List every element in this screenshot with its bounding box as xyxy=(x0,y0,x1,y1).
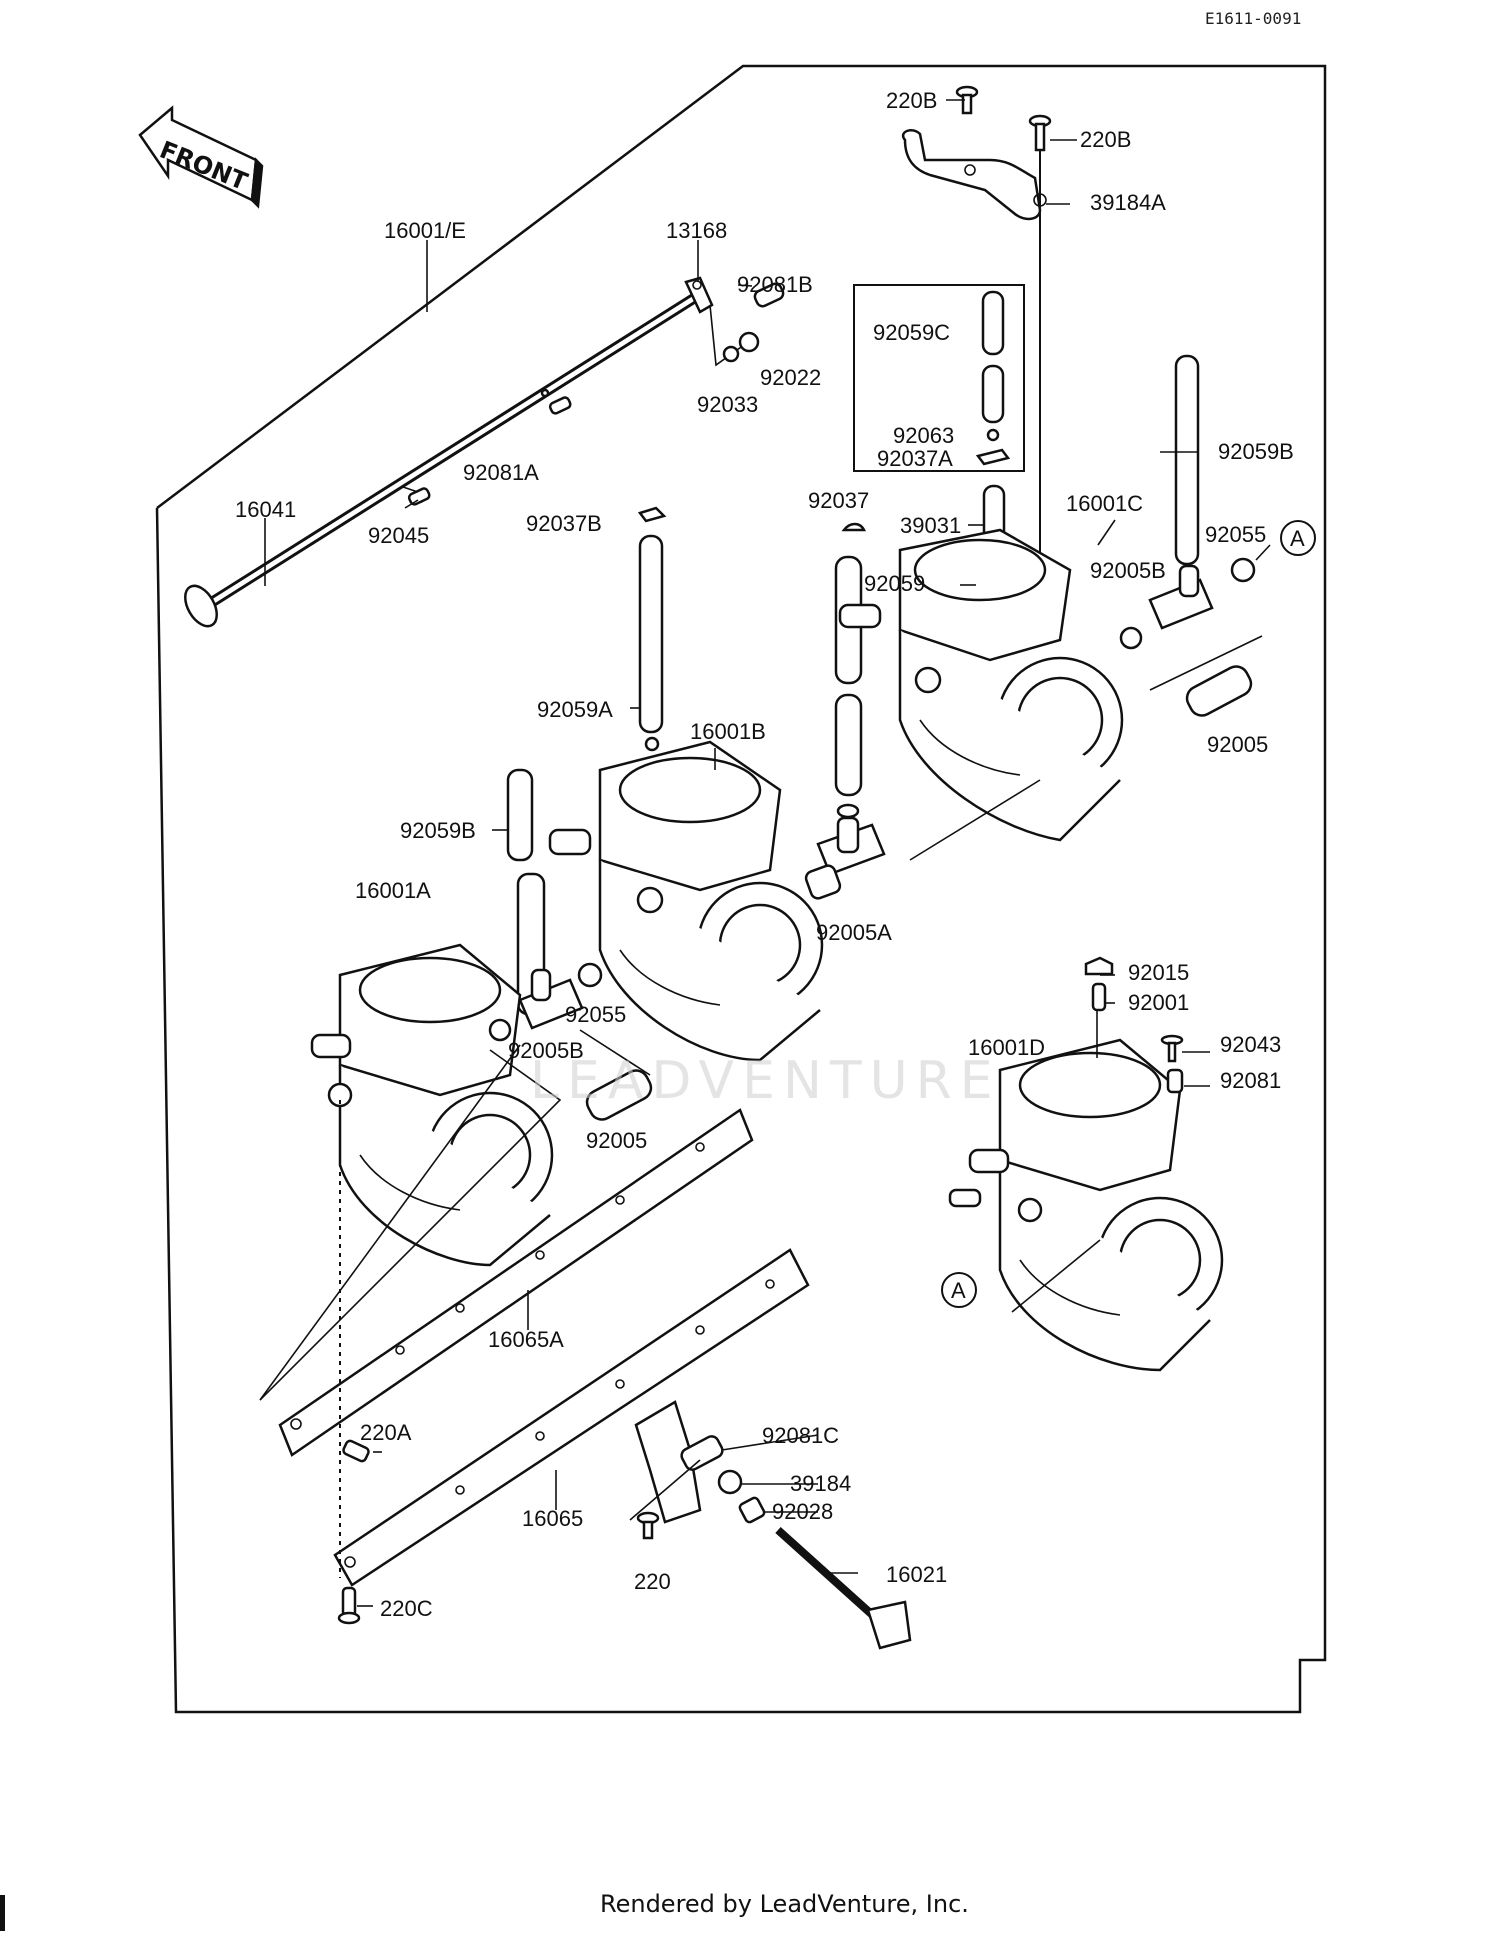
hose-92059c-icon xyxy=(975,290,1011,466)
bracket-39184a xyxy=(902,129,1047,221)
label-92081b: 92081B xyxy=(737,272,813,297)
label-13168: 13168 xyxy=(666,218,727,243)
hose-92005-left-icon xyxy=(585,1069,653,1121)
label-39184: 39184 xyxy=(790,1471,851,1496)
label-16065: 16065 xyxy=(522,1506,583,1531)
nut-92028-icon xyxy=(738,1496,766,1524)
label-39031: 39031 xyxy=(900,513,961,538)
label-220c: 220C xyxy=(380,1596,433,1621)
pin-92043-icon xyxy=(1160,1034,1184,1063)
label-92059b-right: 92059B xyxy=(1218,439,1294,464)
label-92063: 92063 xyxy=(893,423,954,448)
label-92081a: 92081A xyxy=(463,460,539,485)
label-16065a: 16065A xyxy=(488,1327,564,1352)
washer-39184-icon xyxy=(717,1469,743,1495)
label-92043: 92043 xyxy=(1220,1032,1281,1057)
choke-shaft-16041 xyxy=(184,291,701,628)
carburetor-16001a xyxy=(310,943,554,1267)
bolt-220b-right-icon xyxy=(1028,114,1052,152)
left-edge-mark xyxy=(0,1895,5,1931)
label-16001e: 16001/E xyxy=(384,218,466,243)
bracket-39184 xyxy=(634,1400,702,1524)
label-92081: 92081 xyxy=(1220,1068,1281,1093)
bolt-220-icon xyxy=(636,1511,660,1540)
label-220: 220 xyxy=(634,1569,671,1594)
front-arrow-icon: FRONT xyxy=(138,105,264,209)
spring-upper-icon xyxy=(548,396,572,415)
tube-92059b-right-icon xyxy=(1174,354,1200,566)
label-92037: 92037 xyxy=(808,488,869,513)
spring-92081b-icon xyxy=(753,282,785,308)
washer-92055-left-icon xyxy=(577,962,603,988)
label-92022: 92022 xyxy=(760,365,821,390)
label-92005b-left: 92005B xyxy=(508,1038,584,1063)
fitting-92005b-right-icon xyxy=(1148,564,1214,630)
label-92028: 92028 xyxy=(772,1499,833,1524)
label-220a: 220A xyxy=(360,1420,412,1445)
label-92005-right: 92005 xyxy=(1207,732,1268,757)
label-92055-right: 92055 xyxy=(1205,522,1266,547)
clip-92033-icon xyxy=(722,345,740,363)
label-16021: 16021 xyxy=(886,1562,947,1587)
bolt-220a-icon xyxy=(342,1439,370,1463)
svg-text:A: A xyxy=(1290,526,1305,551)
label-92033: 92033 xyxy=(697,392,758,417)
bolt-220b-left-icon xyxy=(955,85,979,115)
label-92005b-right: 92005B xyxy=(1090,558,1166,583)
label-16001a: 16001A xyxy=(355,878,431,903)
label-92059a: 92059A xyxy=(537,697,613,722)
part-labels: 220B 220B 39184A 16001/E 13168 92081B 92… xyxy=(235,88,1294,1621)
carburetor-16001b xyxy=(548,740,824,1062)
fitting-92005a-icon xyxy=(804,816,886,900)
fitting-92005b-left-icon xyxy=(518,968,584,1030)
label-92059c: 92059C xyxy=(873,320,950,345)
diagram-border xyxy=(155,64,1327,1714)
carburetor-16001d xyxy=(948,1038,1224,1372)
label-92001: 92001 xyxy=(1128,990,1189,1015)
carburetor-16001c xyxy=(838,528,1124,842)
plate-16065 xyxy=(333,1248,810,1587)
reference-code: E1611-0091 xyxy=(1205,9,1301,28)
bolt-220c-icon xyxy=(337,1586,361,1625)
svg-text:A: A xyxy=(951,1278,966,1303)
label-92005a: 92005A xyxy=(816,920,892,945)
hose-group-box xyxy=(853,284,1025,472)
tube-92059-icon xyxy=(834,522,867,819)
label-92059: 92059 xyxy=(864,571,925,596)
screw-16021-icon xyxy=(775,1527,912,1650)
label-92059b-left: 92059B xyxy=(400,818,476,843)
label-92037b: 92037B xyxy=(526,511,602,536)
callout-a-bottom: A xyxy=(941,1272,977,1308)
callout-a-top: A xyxy=(1280,520,1316,556)
footer-credit: Rendered by LeadVenture, Inc. xyxy=(600,1890,969,1918)
hose-92005-right-icon xyxy=(1185,665,1253,717)
watermark-text: LEADVENTURE xyxy=(530,1051,1001,1111)
tube-92059a-icon xyxy=(637,506,667,752)
washer-92055-right-icon xyxy=(1230,557,1256,583)
spring-92081-icon xyxy=(1166,1068,1184,1094)
label-92055-left: 92055 xyxy=(565,1002,626,1027)
washer-mid-left-icon xyxy=(488,1018,512,1042)
leader-lines xyxy=(259,99,1271,1607)
lever-13168 xyxy=(684,276,714,314)
label-39184a: 39184A xyxy=(1090,190,1166,215)
label-16041: 16041 xyxy=(235,497,296,522)
label-16001d: 16001D xyxy=(968,1035,1045,1060)
label-16001b: 16001B xyxy=(690,719,766,744)
label-220b-top-right: 220B xyxy=(1080,127,1131,152)
label-92037a: 92037A xyxy=(877,446,953,471)
cap-92015-icon xyxy=(1084,956,1114,976)
screw-92001-icon xyxy=(1091,982,1107,1012)
label-92015: 92015 xyxy=(1128,960,1189,985)
label-92045: 92045 xyxy=(368,523,429,548)
label-220b-top-left: 220B xyxy=(886,88,937,113)
label-92005-left: 92005 xyxy=(586,1128,647,1153)
washer-mid-right-icon xyxy=(1119,626,1143,650)
plate-16065a xyxy=(278,1108,754,1457)
label-16001c: 16001C xyxy=(1066,491,1143,516)
label-92081c: 92081C xyxy=(762,1423,839,1448)
spring-92081c-icon xyxy=(680,1435,724,1471)
washer-92022-icon xyxy=(738,331,760,353)
